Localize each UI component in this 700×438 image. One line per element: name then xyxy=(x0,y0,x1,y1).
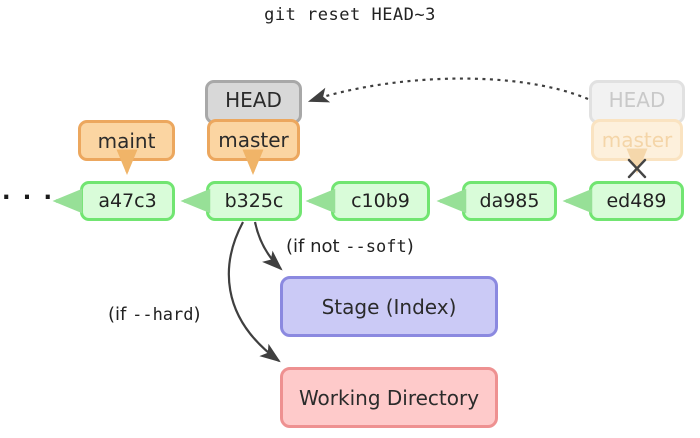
maint-branch-ref: maint xyxy=(78,120,175,161)
ghost-master-ref: master xyxy=(591,119,683,161)
crossed-out-x-icon xyxy=(627,158,647,179)
hard-condition-label: (if --hard) xyxy=(108,304,201,325)
soft-label-code: --soft xyxy=(345,237,407,257)
commit-a47c3: a47c3 xyxy=(80,181,175,221)
reset-to-stage-arrow xyxy=(253,221,283,271)
soft-label-pre: (if not xyxy=(286,236,346,257)
working-directory-box: Working Directory xyxy=(280,367,498,428)
soft-label-post: ) xyxy=(406,236,414,257)
hard-label-pre: (if xyxy=(108,304,133,325)
master-branch-ref: master xyxy=(207,119,300,161)
reset-to-working-arrow xyxy=(227,221,281,363)
diagram-title: git reset HEAD~3 xyxy=(264,5,436,25)
hard-label-post: ) xyxy=(193,304,201,325)
hard-label-code: --hard xyxy=(132,305,194,325)
soft-condition-label: (if not --soft) xyxy=(286,236,414,257)
commit-c10b9: c10b9 xyxy=(331,181,430,221)
commit-b325c: b325c xyxy=(206,181,302,221)
older-commits-ellipsis: · · · xyxy=(1,185,55,211)
commit-ed489: ed489 xyxy=(589,181,684,221)
commit-da985: da985 xyxy=(462,181,557,221)
stage-index-box: Stage (Index) xyxy=(280,276,498,337)
ghost-head-ref: HEAD xyxy=(589,80,685,124)
head-ref: HEAD xyxy=(205,80,302,124)
head-move-dashed-arrow xyxy=(307,77,589,103)
